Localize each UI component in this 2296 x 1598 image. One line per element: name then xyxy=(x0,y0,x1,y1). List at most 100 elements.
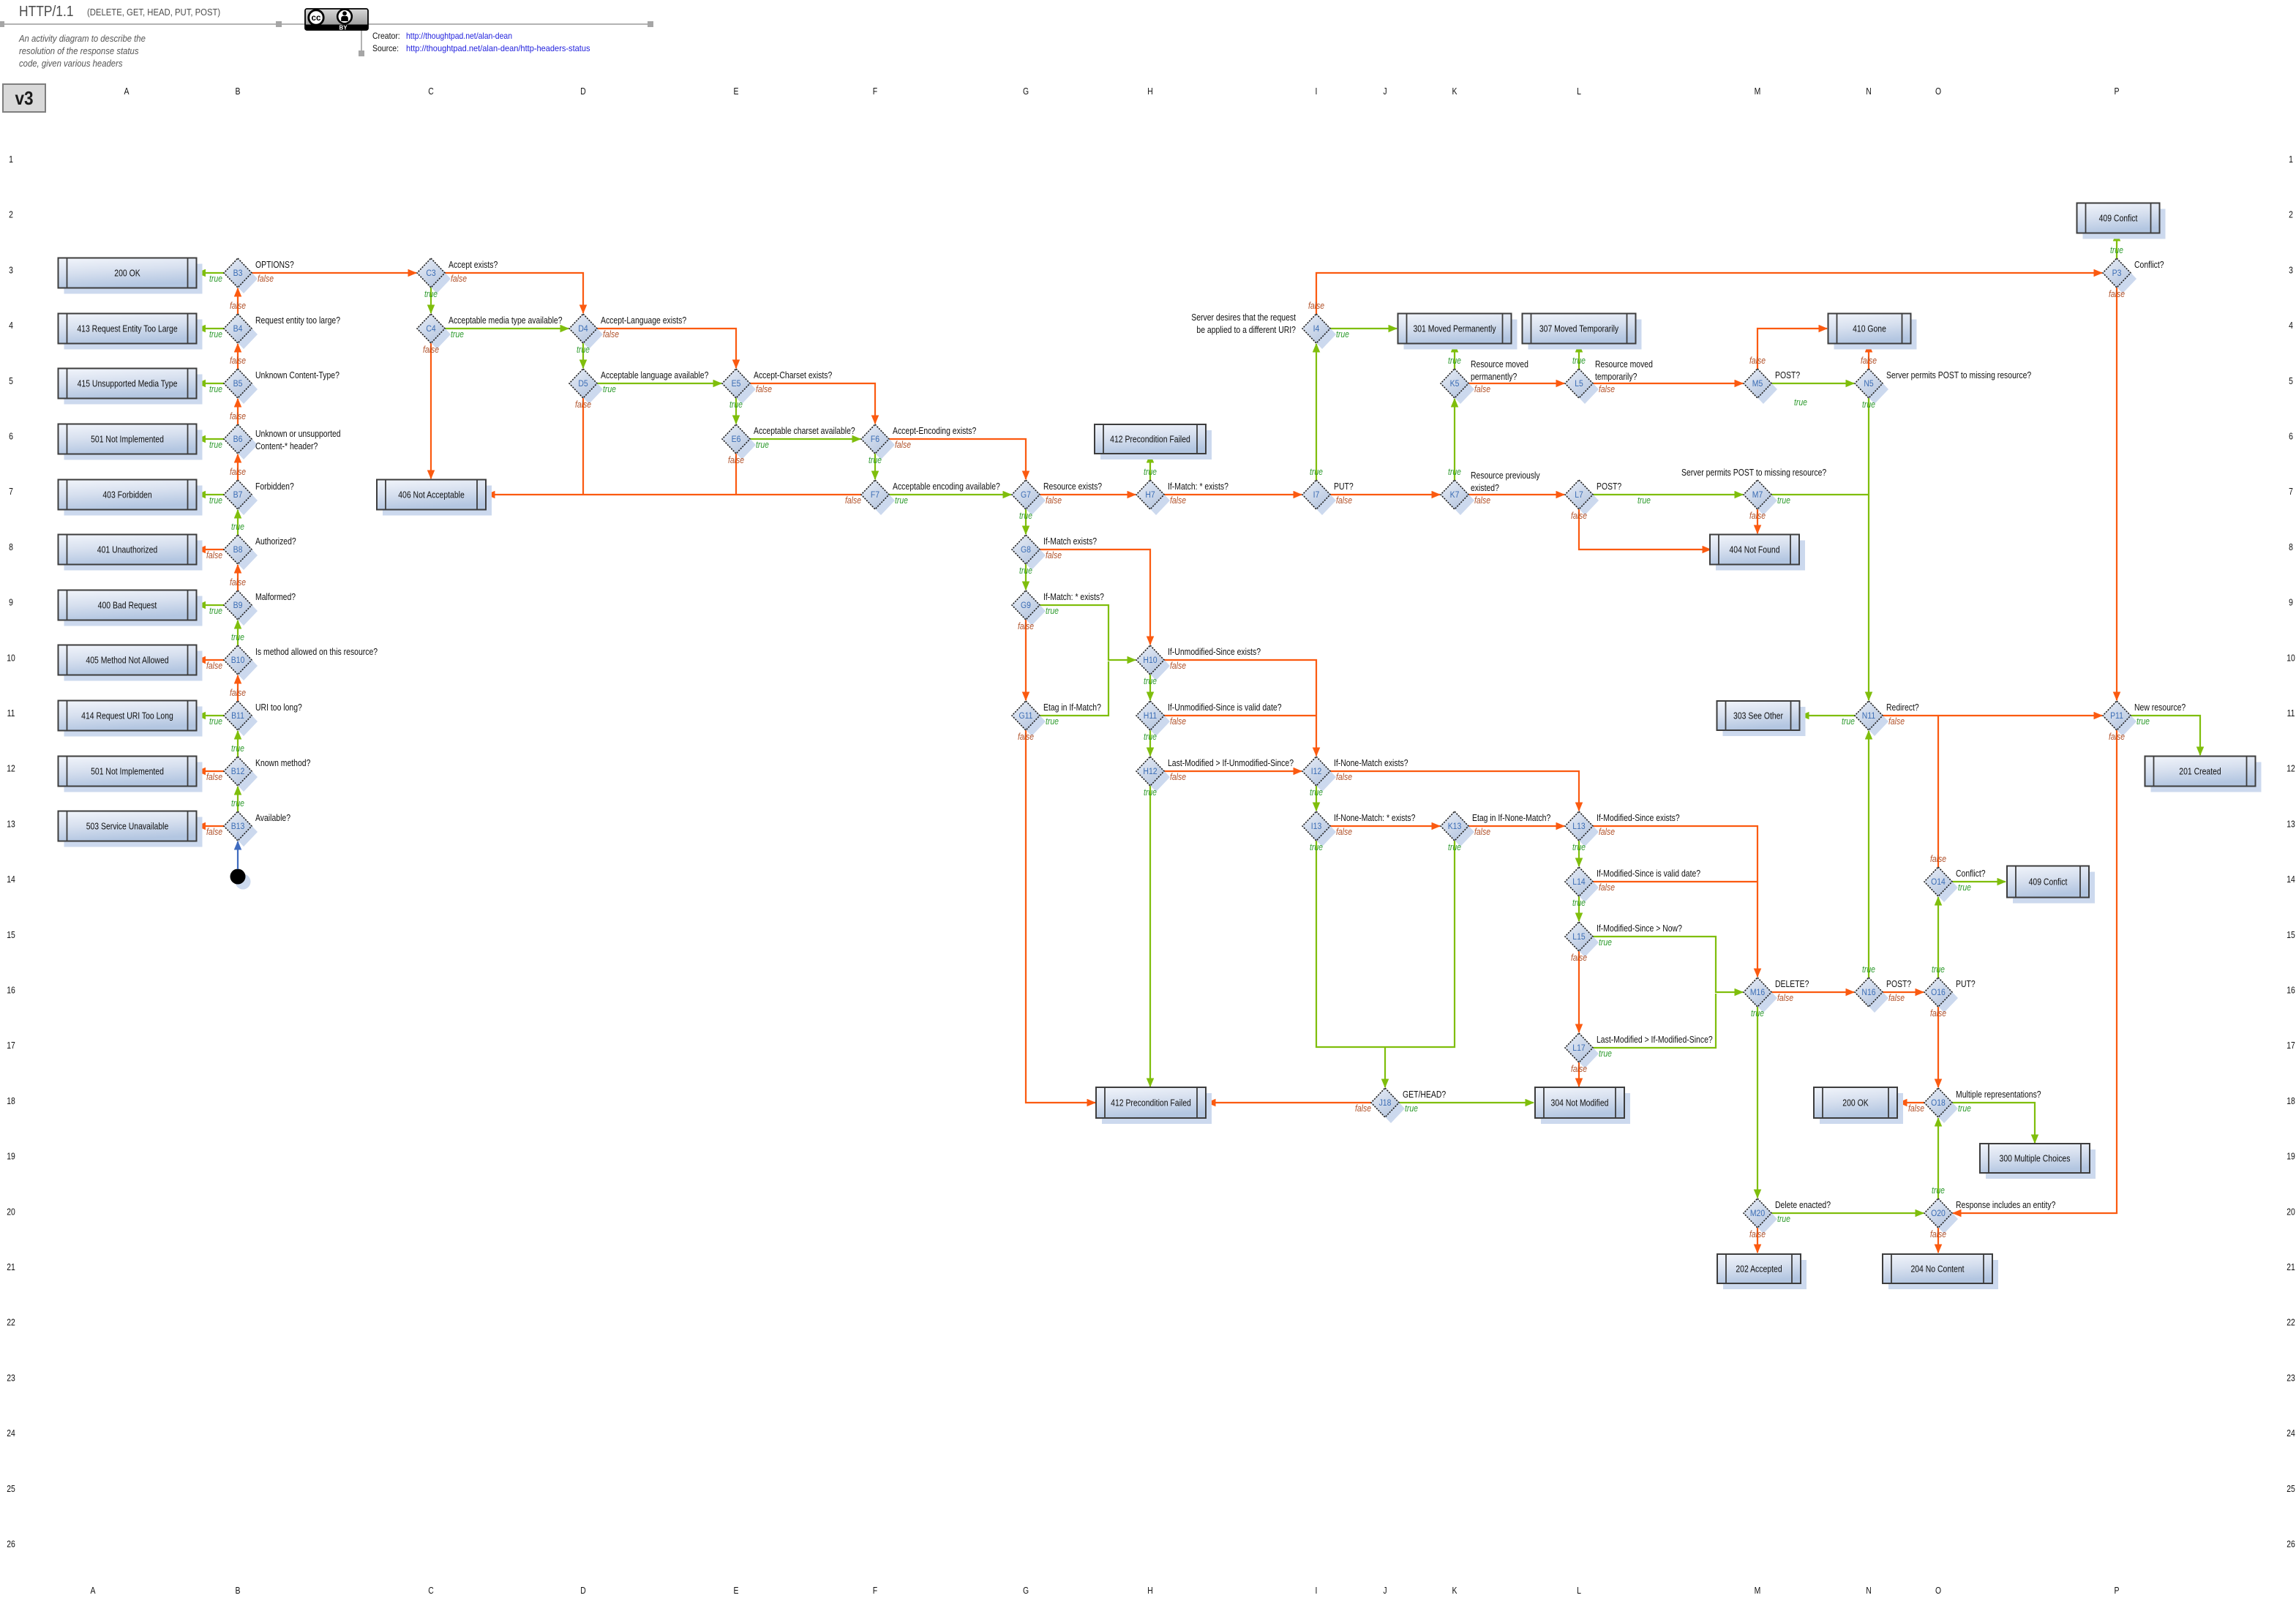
svg-text:true: true xyxy=(1019,511,1032,521)
svg-text:false: false xyxy=(206,827,222,837)
svg-text:false: false xyxy=(1474,384,1490,394)
svg-text:true: true xyxy=(1448,356,1461,366)
svg-text:13: 13 xyxy=(2286,819,2295,829)
svg-text:true: true xyxy=(1310,842,1323,852)
svg-text:F7: F7 xyxy=(871,491,879,500)
svg-text:B10: B10 xyxy=(231,656,245,665)
svg-text:true: true xyxy=(2136,716,2150,727)
svg-text:D4: D4 xyxy=(578,325,588,334)
svg-text:v3: v3 xyxy=(15,87,33,109)
svg-text:Accept exists?: Accept exists? xyxy=(449,260,498,270)
svg-text:HTTP/1.1: HTTP/1.1 xyxy=(19,4,74,20)
svg-text:false: false xyxy=(603,329,619,340)
svg-text:true: true xyxy=(1144,467,1157,477)
svg-text:false: false xyxy=(1474,827,1490,837)
svg-text:D: D xyxy=(580,86,586,97)
svg-text:true: true xyxy=(1932,964,1945,975)
svg-text:6: 6 xyxy=(2289,432,2293,442)
svg-text:K: K xyxy=(1452,86,1458,97)
svg-text:true: true xyxy=(209,606,222,616)
svg-text:I: I xyxy=(1316,86,1318,97)
svg-text:K: K xyxy=(1452,1586,1458,1596)
svg-text:25: 25 xyxy=(7,1484,15,1494)
svg-text:L: L xyxy=(1577,1586,1581,1596)
svg-text:URI too long?: URI too long? xyxy=(255,702,302,713)
svg-text:false: false xyxy=(1336,827,1352,837)
svg-text:true: true xyxy=(1751,1008,1764,1019)
svg-text:true: true xyxy=(231,798,244,809)
svg-text:false: false xyxy=(230,688,246,698)
svg-text:P11: P11 xyxy=(2110,712,2123,721)
svg-text:PUT?: PUT? xyxy=(1334,481,1354,492)
svg-text:true: true xyxy=(451,329,464,340)
svg-text:D5: D5 xyxy=(578,380,588,389)
svg-text:201 Created: 201 Created xyxy=(2179,767,2221,777)
svg-text:true: true xyxy=(209,440,222,450)
svg-text:false: false xyxy=(206,550,222,560)
svg-text:M: M xyxy=(1755,86,1761,97)
svg-text:false: false xyxy=(1930,854,1946,864)
svg-text:C3: C3 xyxy=(426,269,435,278)
svg-text:false: false xyxy=(1474,495,1490,506)
svg-text:code, given various headers: code, given various headers xyxy=(19,58,123,69)
svg-text:P: P xyxy=(2115,86,2120,97)
svg-text:false: false xyxy=(728,455,744,465)
svg-text:I12: I12 xyxy=(1311,768,1322,776)
svg-text:P: P xyxy=(2115,1586,2120,1596)
svg-text:25: 25 xyxy=(2286,1484,2295,1494)
svg-text:414 Request URI Too Long: 414 Request URI Too Long xyxy=(81,711,173,721)
svg-text:true: true xyxy=(1310,787,1323,798)
svg-text:H7: H7 xyxy=(1145,491,1155,500)
svg-text:If-Unmodified-Since exists?: If-Unmodified-Since exists? xyxy=(1168,647,1261,657)
svg-text:20: 20 xyxy=(2286,1207,2295,1217)
svg-text:19: 19 xyxy=(2286,1152,2295,1162)
svg-text:B13: B13 xyxy=(231,822,245,831)
svg-text:true: true xyxy=(1932,1185,1945,1196)
svg-text:503 Service Unavailable: 503 Service Unavailable xyxy=(86,822,169,832)
svg-text:Conflict?: Conflict? xyxy=(2134,260,2164,270)
svg-text:false: false xyxy=(1599,827,1615,837)
svg-text:true: true xyxy=(1599,937,1612,948)
svg-text:L5: L5 xyxy=(1575,380,1583,389)
svg-text:O16: O16 xyxy=(1931,989,1946,997)
svg-text:J: J xyxy=(1383,1586,1387,1596)
svg-text:E: E xyxy=(734,86,739,97)
svg-text:false: false xyxy=(2109,289,2125,299)
svg-text:Accept-Encoding exists?: Accept-Encoding exists? xyxy=(893,426,976,436)
svg-text:true: true xyxy=(2110,245,2123,255)
svg-text:E: E xyxy=(734,1586,739,1596)
svg-text:false: false xyxy=(1930,1229,1946,1239)
svg-text:11: 11 xyxy=(2287,708,2295,719)
svg-text:false: false xyxy=(1749,356,1766,366)
svg-text:Forbidden?: Forbidden? xyxy=(255,481,294,492)
svg-text:true: true xyxy=(1958,1103,1971,1114)
svg-text:18: 18 xyxy=(2286,1096,2295,1106)
svg-text:9: 9 xyxy=(2289,598,2293,608)
svg-text:true: true xyxy=(1794,397,1807,408)
svg-text:Request entity too large?: Request entity too large? xyxy=(255,315,340,326)
svg-text:Delete enacted?: Delete enacted? xyxy=(1775,1200,1831,1210)
svg-text:true: true xyxy=(577,345,590,355)
svg-text:existed?: existed? xyxy=(1471,483,1499,493)
svg-text:true: true xyxy=(1019,566,1032,576)
svg-text:6: 6 xyxy=(9,432,13,442)
svg-text:false: false xyxy=(1749,1229,1766,1239)
svg-text:200 OK: 200 OK xyxy=(1842,1098,1869,1109)
svg-text:H11: H11 xyxy=(1144,712,1157,721)
svg-text:F: F xyxy=(873,1586,878,1596)
svg-text:false: false xyxy=(1861,356,1877,366)
svg-text:false: false xyxy=(1336,772,1352,782)
svg-text:false: false xyxy=(1908,1103,1924,1114)
svg-text:3: 3 xyxy=(2289,265,2293,275)
svg-text:22: 22 xyxy=(7,1318,15,1328)
svg-text:F6: F6 xyxy=(871,435,879,444)
svg-text:B5: B5 xyxy=(233,380,243,389)
svg-text:false: false xyxy=(1170,495,1186,506)
svg-text:PUT?: PUT? xyxy=(1956,979,1976,989)
svg-text:N: N xyxy=(1866,1586,1872,1596)
svg-text:true: true xyxy=(1448,467,1461,477)
svg-text:true: true xyxy=(868,455,882,465)
svg-text:false: false xyxy=(1355,1103,1371,1114)
svg-text:5: 5 xyxy=(9,376,13,386)
svg-text:true: true xyxy=(1842,716,1855,727)
